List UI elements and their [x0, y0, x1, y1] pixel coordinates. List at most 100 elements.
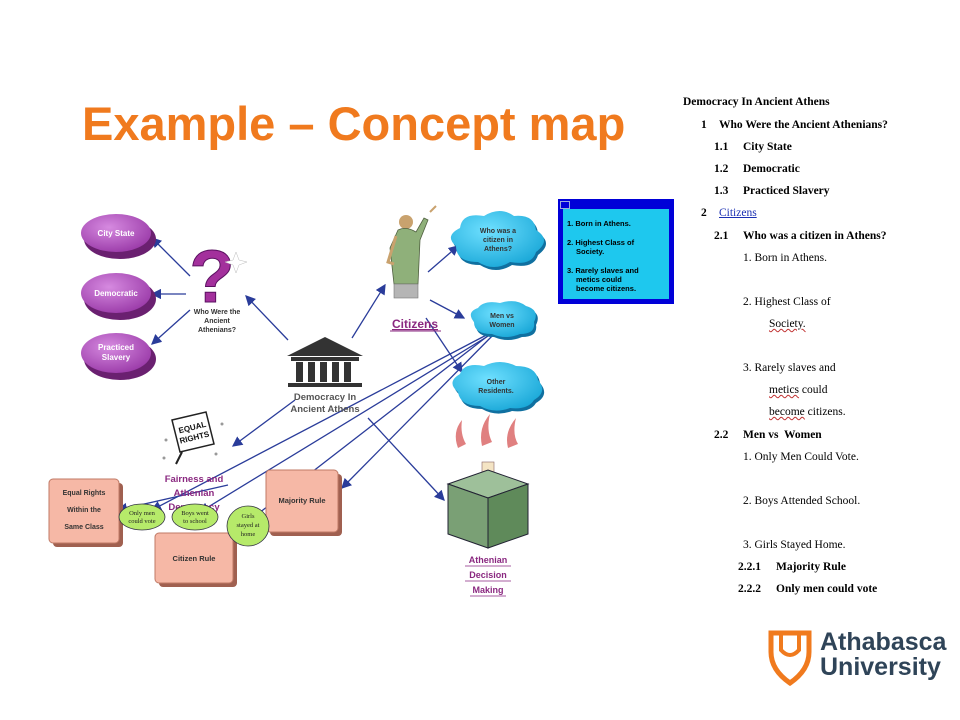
outline-item-1: Who Were the Ancient Athenians?: [719, 119, 888, 131]
outline-sub-3b-word: metics: [769, 384, 800, 396]
box-citizen-rule: Citizen Rule: [154, 532, 237, 587]
center-label-1: Democracy In: [294, 392, 357, 403]
oval-practiced-label-2: Slavery: [102, 353, 131, 362]
outline-sub-3b: metics could: [769, 384, 827, 396]
fairness-label-1: Fairness and: [165, 474, 224, 485]
note-item-3a: 3. Rarely slaves and: [567, 266, 639, 275]
oval-practiced-slavery: Practiced Slavery: [81, 333, 156, 380]
box-equal-rights: Equal Rights Within the Same Class: [48, 478, 123, 547]
cloud-men-vs-women: Men vs Women: [470, 301, 538, 340]
box-equal-label-3: Same Class: [64, 524, 103, 531]
note-item-1: 1. Born in Athens.: [567, 219, 631, 228]
oval-girls-label-2: stayed at: [237, 522, 260, 529]
cloud-other-label-1: Other: [487, 379, 506, 386]
box-majority-rule: Majority Rule: [265, 469, 342, 536]
cloud-other-label-2: Residents.: [478, 388, 513, 395]
outline-sub-2: 2. Highest Class of: [743, 296, 831, 308]
wordmark-line-1: Athabasca: [820, 628, 947, 656]
cloud-men-label-1: Men vs: [490, 313, 514, 320]
citizen-statue-icon: [386, 205, 437, 299]
box-majority-rule-label: Majority Rule: [278, 496, 325, 505]
outline-num-2-1: 2.1: [714, 230, 729, 242]
ballot-label-1: Athenian: [469, 555, 508, 565]
outline-item-1-2: Democratic: [743, 163, 800, 175]
athabasca-shield-icon: [768, 630, 812, 686]
citizens-label: Citizens: [392, 317, 438, 331]
outline-sub-3: 3. Rarely slaves and: [743, 362, 836, 374]
note-item-2a: 2. Highest Class of: [567, 238, 635, 247]
outline-root: Democracy In Ancient Athens: [683, 96, 830, 108]
cloud-who-label-2: citizen in: [483, 237, 513, 244]
outline-item-2-2-2: Only men could vote: [776, 583, 878, 595]
outline-item-1-1: City State: [743, 141, 792, 153]
oval-girls-home: Girls stayed at home: [226, 505, 270, 547]
box-equal-label-2: Within the: [67, 507, 101, 514]
outline-sub-1: 1. Born in Athens.: [743, 252, 828, 264]
oval-democratic: Democratic: [81, 273, 156, 320]
slide-title: Example – Concept map: [82, 97, 626, 150]
cloud-who-was-citizen: Who was a citizen in Athens?: [450, 211, 546, 270]
note-item-3c: become citizens.: [576, 284, 637, 293]
outline-num-1-3: 1.3: [714, 185, 729, 197]
oval-city-state-label: City State: [98, 229, 135, 238]
cloud-other-residents: Other Residents.: [452, 362, 545, 414]
notes-panel: 1. Born in Athens. 2. Highest Class of S…: [558, 199, 674, 304]
oval-boys-school: Boys went to school: [171, 503, 219, 531]
box-equal-label-1: Equal Rights: [63, 490, 106, 497]
outline-sub-3c-word: become: [769, 406, 805, 418]
outline-num-1-2: 1.2: [714, 163, 729, 175]
university-wordmark: Athabasca University: [820, 630, 946, 680]
svg-text:?: ?: [189, 235, 234, 318]
center-label-2: Ancient Athens: [290, 404, 359, 415]
ballot-label-3: Making: [472, 585, 503, 595]
outline-num-2-2: 2.2: [714, 429, 729, 441]
oval-city-state: City State: [81, 214, 156, 259]
cloud-men-label-2: Women: [489, 322, 514, 329]
oval-girls-label-1: Girls: [242, 513, 255, 520]
question-label-1: Who Were the: [194, 309, 241, 316]
equal-rights-sign-icon: EQUAL RIGHTS: [162, 411, 224, 465]
ballot-box-icon: [446, 461, 530, 549]
cloud-who-label-3: Athens?: [484, 246, 512, 253]
outline-sub-men-1: 1. Only Men Could Vote.: [743, 451, 859, 463]
note-item-2b: Society.: [576, 247, 605, 256]
notes-content: 1. Born in Athens. 2. Highest Class of S…: [563, 209, 669, 299]
outline-sub-men-3: 3. Girls Stayed Home.: [743, 539, 846, 551]
oval-only-men: Only men could vote: [118, 503, 166, 531]
oval-boys-label-1: Boys went: [181, 510, 209, 517]
outline-num-2: 2: [701, 207, 707, 219]
flame-icons: [455, 414, 518, 448]
outline-num-1: 1: [701, 119, 707, 131]
question-mark-icon: ?: [189, 235, 248, 319]
oval-practiced-label-1: Practiced: [98, 343, 134, 352]
outline-sub-3c: become citizens.: [769, 406, 846, 418]
fairness-label-2: Athenian: [174, 488, 215, 499]
outline-num-2-2-1: 2.2.1: [738, 561, 761, 573]
temple-icon: [287, 337, 363, 387]
outline-sub-men-2: 2. Boys Attended School.: [743, 495, 861, 507]
outline-sub-3b-rest: could: [799, 384, 828, 396]
question-label-3: Athenians?: [198, 327, 236, 334]
outline-item-2-1: Who was a citizen in Athens?: [743, 230, 887, 242]
cloud-who-label-1: Who was a: [480, 228, 516, 235]
outline-item-2-2-1: Majority Rule: [776, 561, 846, 573]
outline-item-2-2: Men vs Women: [743, 429, 822, 441]
oval-democratic-label: Democratic: [94, 289, 138, 298]
ballot-label-2: Decision: [469, 570, 507, 580]
oval-only-men-label-1: Only men: [129, 510, 156, 517]
box-citizen-rule-label: Citizen Rule: [173, 554, 216, 563]
question-label-2: Ancient: [204, 318, 230, 325]
outline-sub-2b: Society.: [769, 318, 806, 330]
outline-sub-3c-rest: citizens.: [804, 406, 846, 418]
outline-num-2-2-2: 2.2.2: [738, 583, 761, 595]
oval-girls-label-3: home: [241, 531, 256, 538]
outline-item-1-3: Practiced Slavery: [743, 185, 830, 197]
outline-num-1-1: 1.1: [714, 141, 729, 153]
oval-only-men-label-2: could vote: [128, 518, 155, 525]
notes-close-icon[interactable]: [560, 201, 570, 209]
oval-boys-label-2: to school: [183, 518, 207, 525]
outline-link-citizens[interactable]: Citizens: [719, 207, 757, 219]
note-item-3b: metics could: [576, 275, 622, 284]
wordmark-line-2: University: [820, 653, 941, 681]
